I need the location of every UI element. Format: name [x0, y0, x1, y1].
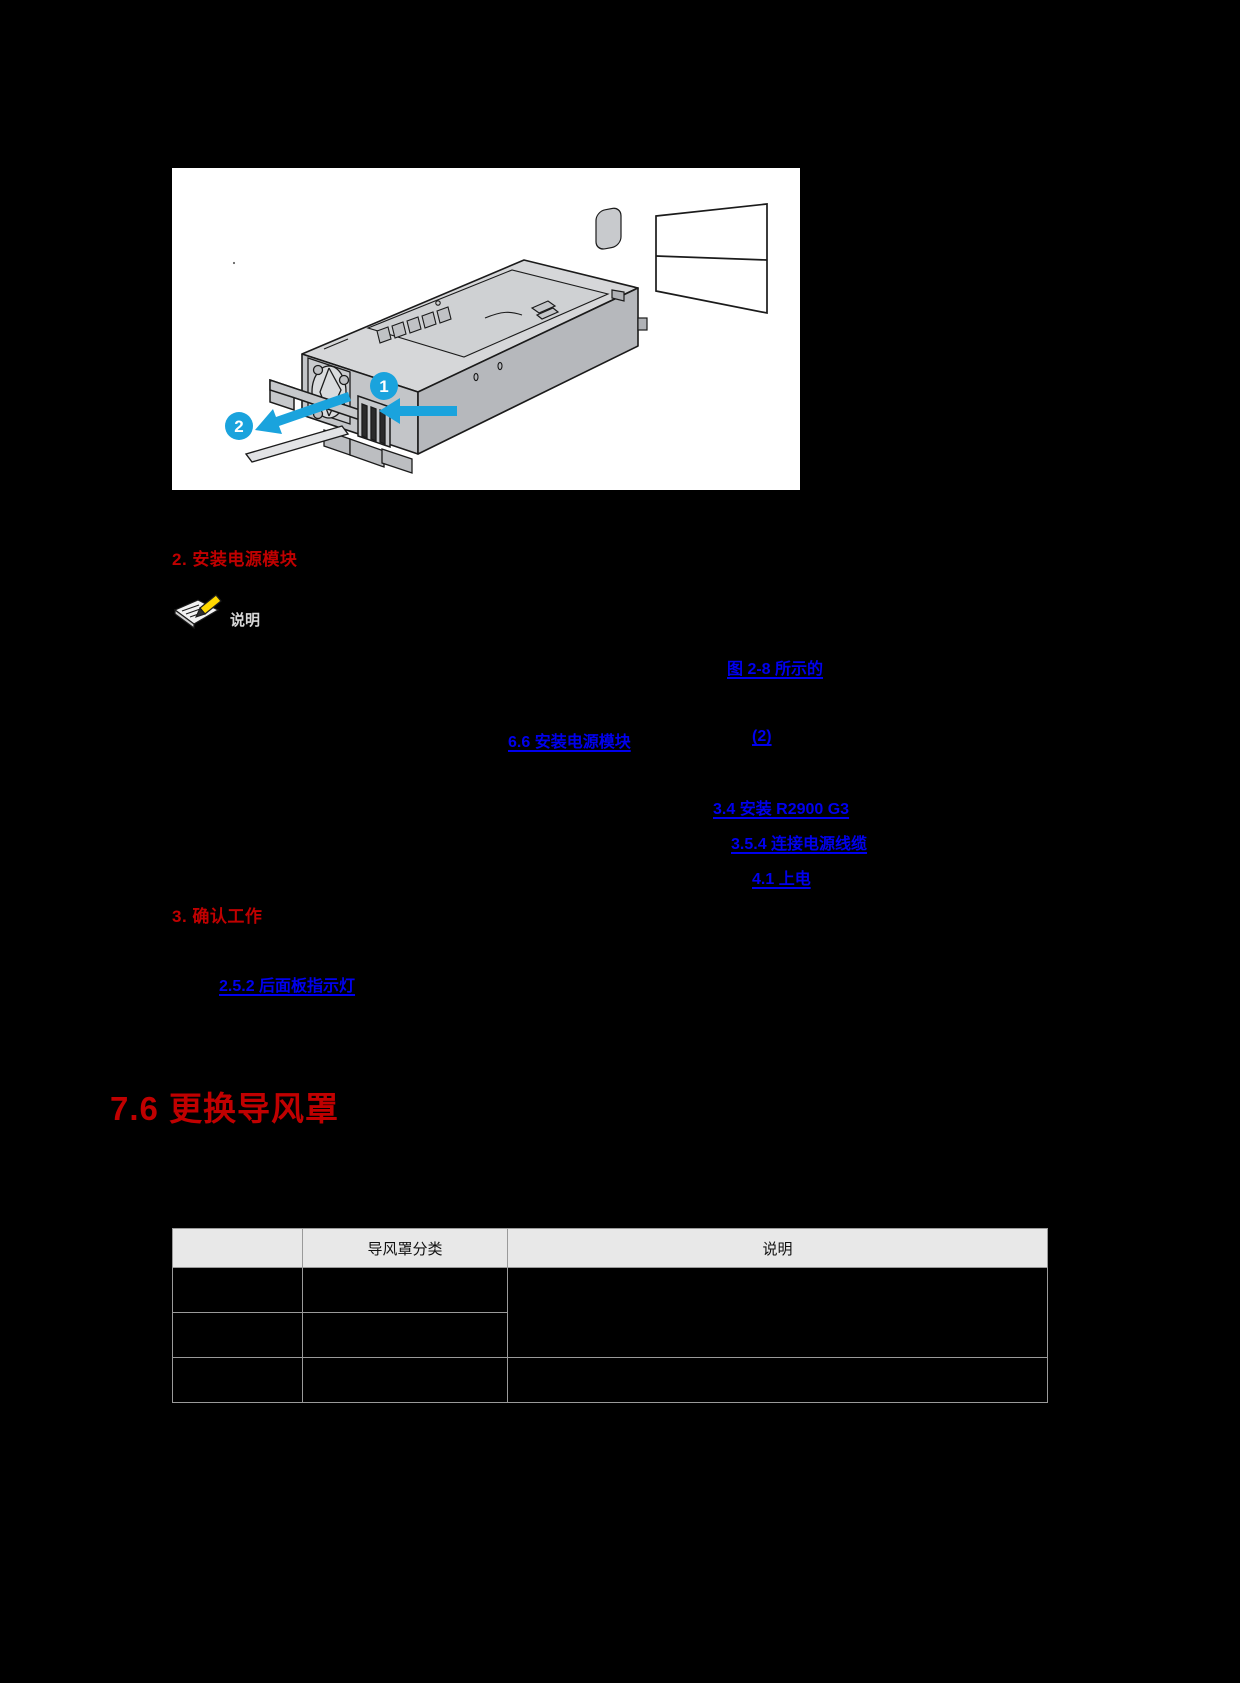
- psu-release-rod: [244, 425, 350, 463]
- link-section-3-4-install-r2900-g3[interactable]: 3.4 安装 R2900 G3: [713, 801, 850, 818]
- table-cell-category: [302, 1357, 508, 1403]
- callout-badge-2: 2: [225, 412, 253, 440]
- table-cell-description: [507, 1357, 1048, 1403]
- table-row: [172, 1267, 1048, 1358]
- callout-arrow-1: [379, 398, 457, 424]
- psu-label-plate: [595, 207, 622, 250]
- link-section-2-5-2-rear-panel-indicators[interactable]: 2.5.2 后面板指示灯: [219, 978, 356, 995]
- psu-handle-grip: [361, 403, 386, 445]
- table-cell-blank: [172, 1312, 303, 1358]
- air-baffle-table-wrapper: 导风罩分类 说明: [172, 1228, 1048, 1403]
- link-item-2[interactable]: (2): [752, 728, 772, 745]
- table-header-blank: [172, 1228, 303, 1268]
- svg-text:1: 1: [379, 377, 388, 396]
- link-section-6-6-install-psu[interactable]: 6.6 安装电源模块: [508, 734, 631, 751]
- table-header-description: 说明: [507, 1228, 1048, 1268]
- power-supply-figure: 1 2: [172, 168, 800, 490]
- table-cell-blank: [172, 1267, 303, 1313]
- link-section-3-5-4-connect-power-cable[interactable]: 3.5.4 连接电源线缆: [731, 836, 868, 853]
- psu-vent-slots: [376, 306, 452, 344]
- note-block: 说明: [172, 592, 260, 632]
- table-cell-description: [507, 1267, 1048, 1358]
- table-header-row: 导风罩分类 说明: [172, 1228, 1048, 1268]
- chapter-heading-replace-air-baffle: 7.6 更换导风罩: [110, 1090, 340, 1127]
- table-row: [172, 1357, 1048, 1403]
- callout-arrow-2: [255, 392, 351, 434]
- link-section-4-1-power-on[interactable]: 4.1 上电: [752, 871, 811, 888]
- table-cell-category: [302, 1312, 508, 1358]
- note-label: 说明: [230, 612, 261, 629]
- table-cell-category: [302, 1267, 508, 1313]
- note-pencil-icon: [173, 594, 222, 630]
- callout-badge-1: 1: [370, 372, 398, 400]
- table-cell-blank: [172, 1357, 303, 1403]
- table-row: [172, 1312, 1048, 1358]
- air-baffle-table: 导风罩分类 说明: [172, 1228, 1048, 1403]
- step-heading-install-psu: 2. 安装电源模块: [172, 550, 298, 569]
- psu-top-details: [323, 269, 610, 358]
- link-figure-2-8[interactable]: 图 2-8 所示的: [727, 661, 824, 678]
- step-heading-verify-operation: 3. 确认工作: [172, 907, 263, 926]
- chassis-bay-outline: [655, 203, 768, 315]
- svg-text:2: 2: [234, 417, 243, 436]
- psu-side-screws: [473, 361, 503, 382]
- power-supply-illustration: 1 2: [172, 168, 800, 490]
- table-header-category: 导风罩分类: [302, 1228, 508, 1268]
